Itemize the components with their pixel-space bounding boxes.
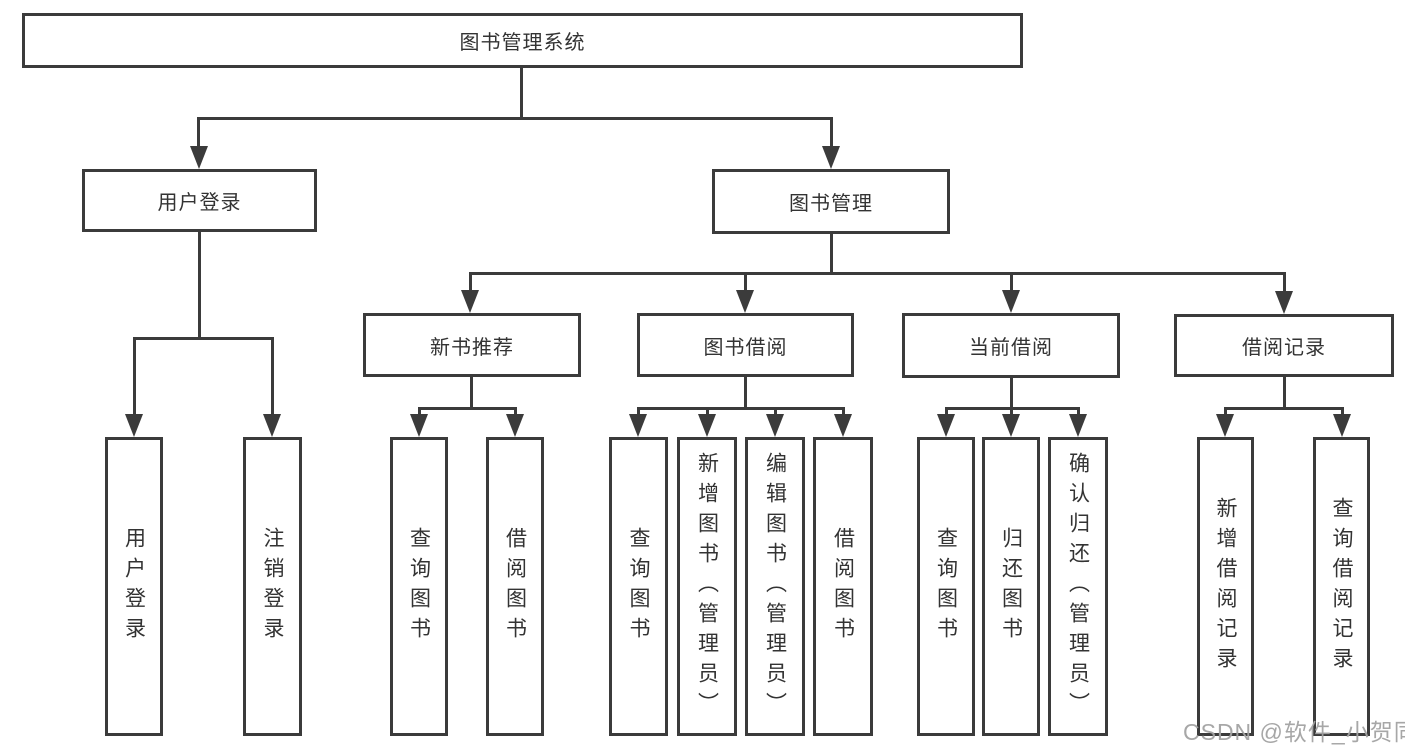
arrowhead-down-icon [822, 146, 840, 169]
leaf-newbooks-borrow: 借阅图书 [486, 437, 544, 736]
connector-line [1010, 407, 1013, 419]
connector-line [514, 407, 517, 419]
connector-line [1283, 272, 1286, 294]
connector-line [1224, 407, 1227, 419]
arrowhead-down-icon [263, 414, 281, 437]
node-current-borrow: 当前借阅 [902, 313, 1120, 378]
connector-line [1341, 407, 1344, 419]
leaf-current-return: 归还图书 [982, 437, 1040, 736]
connector-line [271, 337, 274, 416]
connector-line [469, 272, 472, 294]
arrowhead-down-icon [506, 414, 524, 437]
connector-line [418, 407, 421, 419]
arrowhead-down-icon [629, 414, 647, 437]
connector-line [1283, 377, 1286, 410]
leaf-user-login: 用户登录 [105, 437, 163, 736]
arrowhead-down-icon [937, 414, 955, 437]
arrowhead-down-icon [736, 290, 754, 313]
csdn-watermark: CSDN @软件_小贺同学 [1183, 719, 1405, 745]
connector-line [706, 407, 709, 419]
node-borrow-records: 借阅记录 [1174, 314, 1394, 377]
leaf-borrow-add-admin: 新增图书（管理员） [677, 437, 737, 736]
connector-line [744, 272, 747, 294]
connector-line [133, 337, 274, 340]
arrowhead-down-icon [766, 414, 784, 437]
arrowhead-down-icon [698, 414, 716, 437]
connector-line [1010, 378, 1013, 410]
connector-line [744, 377, 747, 410]
connector-line [469, 272, 1286, 275]
connector-line [830, 117, 833, 148]
leaf-borrow-edit-admin: 编辑图书（管理员） [745, 437, 805, 736]
leaf-borrow-query: 查询图书 [609, 437, 668, 736]
node-root: 图书管理系统 [22, 13, 1023, 68]
connector-line [830, 234, 833, 275]
arrowhead-down-icon [1069, 414, 1087, 437]
node-book-borrow: 图书借阅 [637, 313, 854, 377]
arrowhead-down-icon [125, 414, 143, 437]
arrowhead-down-icon [1002, 290, 1020, 313]
leaf-current-confirm-admin: 确认归还（管理员） [1048, 437, 1108, 736]
leaf-records-query: 查询借阅记录 [1313, 437, 1370, 736]
leaf-logout: 注销登录 [243, 437, 302, 736]
leaf-records-add: 新增借阅记录 [1197, 437, 1254, 736]
arrowhead-down-icon [1333, 414, 1351, 437]
node-book-management: 图书管理 [712, 169, 950, 234]
connector-line [842, 407, 845, 419]
node-user-login: 用户登录 [82, 169, 317, 232]
leaf-current-query: 查询图书 [917, 437, 975, 736]
arrowhead-down-icon [1216, 414, 1234, 437]
arrowhead-down-icon [1275, 291, 1293, 314]
connector-line [520, 68, 523, 118]
node-new-book-recommend: 新书推荐 [363, 313, 581, 377]
connector-line [1224, 407, 1344, 410]
arrowhead-down-icon [410, 414, 428, 437]
connector-line [1010, 272, 1013, 294]
arrowhead-down-icon [190, 146, 208, 169]
leaf-borrow-borrow: 借阅图书 [813, 437, 873, 736]
connector-line [1077, 407, 1080, 419]
connector-line [637, 407, 640, 419]
connector-line [418, 407, 517, 410]
connector-line [945, 407, 948, 419]
arrowhead-down-icon [461, 290, 479, 313]
connector-line [774, 407, 777, 419]
connector-line [197, 117, 833, 120]
connector-line [470, 377, 473, 410]
arrowhead-down-icon [1002, 414, 1020, 437]
connector-line [637, 407, 845, 410]
arrowhead-down-icon [834, 414, 852, 437]
leaf-newbooks-query: 查询图书 [390, 437, 448, 736]
connector-line [197, 117, 200, 148]
connector-line [198, 232, 201, 339]
connector-line [133, 337, 136, 416]
